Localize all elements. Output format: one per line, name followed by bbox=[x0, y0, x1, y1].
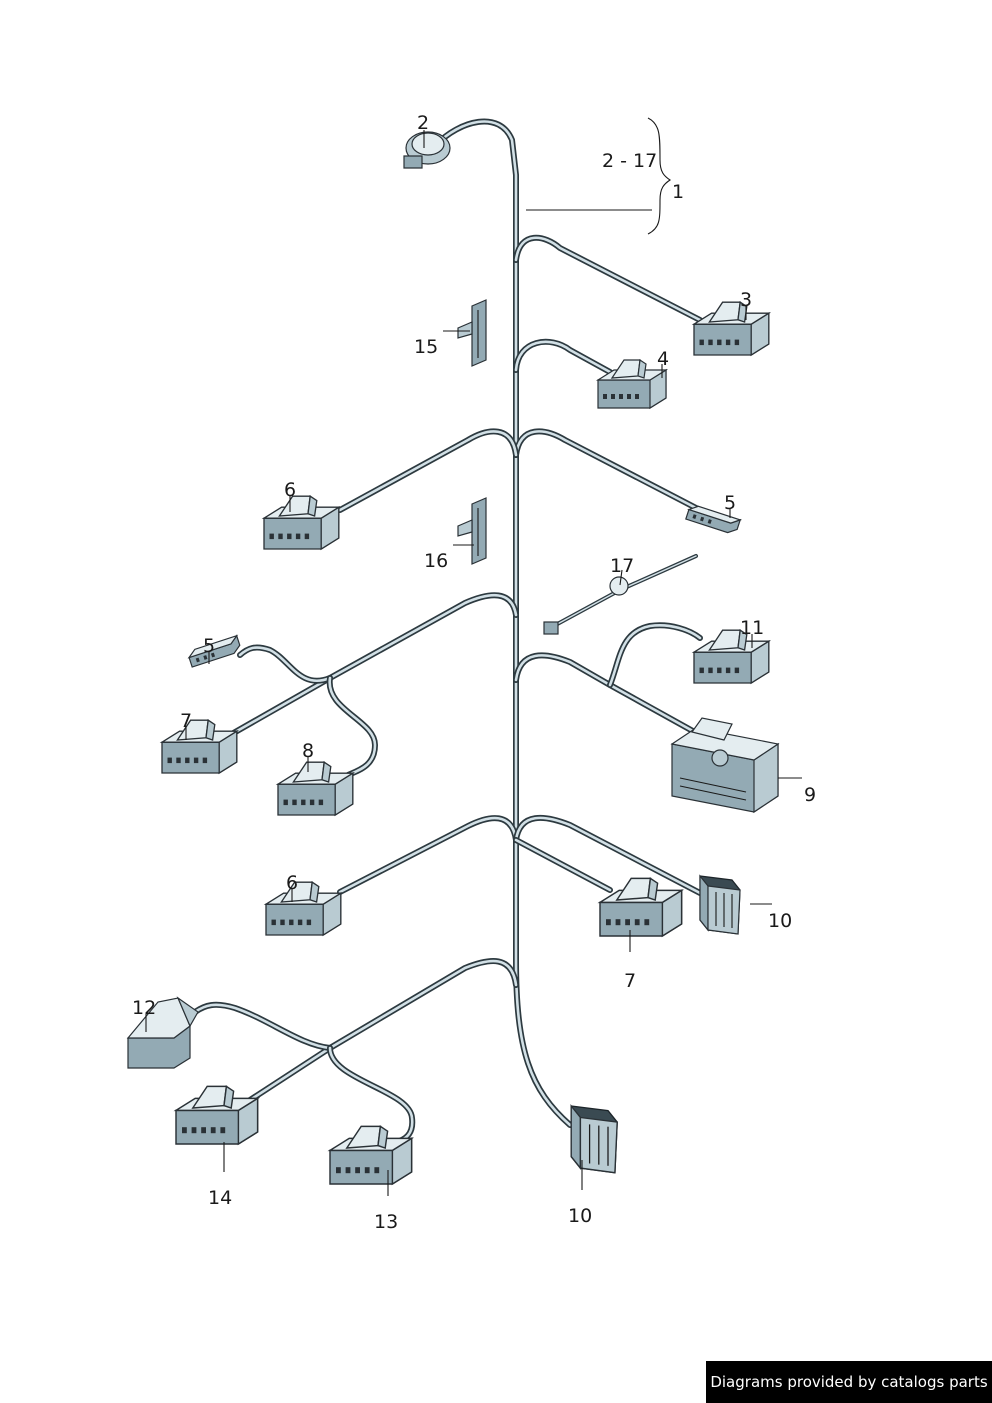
control-unit-part-9 bbox=[670, 717, 780, 814]
connector-part-13 bbox=[329, 1125, 413, 1185]
callout-15: 15 bbox=[414, 336, 438, 358]
connector-part-7-right bbox=[599, 877, 683, 937]
clip-part-15 bbox=[457, 299, 487, 367]
callout-1: 1 bbox=[672, 181, 684, 203]
connector-part-8 bbox=[277, 761, 354, 816]
connector-part-3 bbox=[693, 301, 770, 356]
callout-2-17: 2 - 17 bbox=[602, 150, 657, 172]
leader-lines bbox=[145, 117, 802, 1196]
connector-part-10-upper bbox=[699, 875, 741, 935]
clip-part-16 bbox=[457, 497, 487, 565]
credit-banner: Diagrams provided by catalogs parts bbox=[706, 1361, 992, 1403]
callout-12: 12 bbox=[132, 997, 156, 1019]
callout-16: 16 bbox=[424, 550, 448, 572]
callout-3: 3 bbox=[740, 289, 752, 311]
connector-part-6-upper bbox=[263, 495, 340, 550]
connector-part-14 bbox=[175, 1085, 259, 1145]
harness-wires bbox=[192, 118, 703, 1145]
callout-2: 2 bbox=[417, 112, 429, 134]
callout-7-right: 7 bbox=[624, 970, 636, 992]
connector-part-10-lower bbox=[570, 1105, 618, 1174]
cable-tie-part-17 bbox=[543, 576, 629, 635]
connector-part-7-left bbox=[161, 719, 238, 774]
callout-labels: 1 2 - 17 2 3 4 5 6 15 16 17 5 11 7 8 9 6… bbox=[132, 112, 816, 1233]
callout-10-upper: 10 bbox=[768, 910, 792, 932]
callout-6-upper: 6 bbox=[284, 479, 296, 501]
callout-13: 13 bbox=[374, 1211, 398, 1233]
callout-11: 11 bbox=[740, 617, 764, 639]
callout-6-lower: 6 bbox=[286, 872, 298, 894]
callout-5-right: 5 bbox=[724, 492, 736, 514]
callout-17: 17 bbox=[610, 555, 634, 577]
callout-8: 8 bbox=[302, 740, 314, 762]
callout-5-left: 5 bbox=[203, 635, 215, 657]
callout-10-lower: 10 bbox=[568, 1205, 592, 1227]
callout-9: 9 bbox=[804, 784, 816, 806]
connector-part-6-lower bbox=[265, 881, 342, 936]
connector-part-12 bbox=[126, 996, 199, 1069]
sensor-part-2 bbox=[403, 131, 451, 169]
callout-7-left: 7 bbox=[180, 710, 192, 732]
callout-4: 4 bbox=[657, 348, 669, 370]
connector-part-4 bbox=[597, 359, 667, 409]
callout-14: 14 bbox=[208, 1187, 232, 1209]
